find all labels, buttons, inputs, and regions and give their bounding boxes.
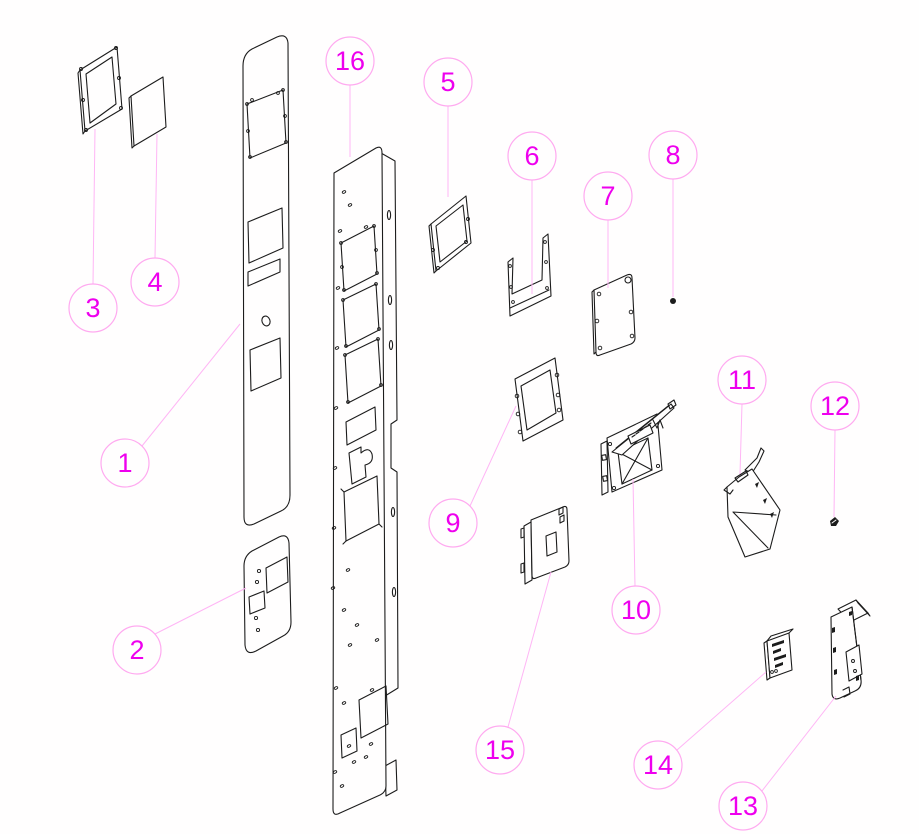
leader-line-9 — [469, 405, 517, 507]
balloon-circle-16[interactable] — [325, 36, 375, 86]
balloon-number-13: 13 — [728, 791, 758, 821]
part-10-sensor-arm-assembly — [600, 399, 677, 496]
balloon-number-4: 4 — [147, 267, 162, 297]
balloon-number-12: 12 — [820, 391, 850, 421]
balloon-circle-6[interactable] — [507, 131, 557, 181]
leader-line-2 — [154, 587, 247, 635]
balloon-number-3: 3 — [85, 293, 100, 323]
balloon-8[interactable]: 8 — [648, 130, 698, 180]
balloon-number-7: 7 — [600, 181, 615, 211]
balloon-13[interactable]: 13 — [718, 781, 768, 831]
balloon-circle-5[interactable] — [423, 57, 473, 107]
balloon-number-14: 14 — [643, 750, 673, 780]
leader-line-4 — [154, 133, 158, 259]
balloon-circle-2[interactable] — [112, 625, 162, 675]
balloon-6[interactable]: 6 — [507, 131, 557, 181]
part-11-funnel-bracket — [723, 447, 781, 558]
balloon-11[interactable]: 11 — [717, 355, 767, 405]
part-1-tall-cover-panel — [242, 35, 291, 526]
balloon-circle-13[interactable] — [718, 781, 768, 831]
balloon-number-8: 8 — [665, 140, 680, 170]
part-9-bezel-frame — [514, 357, 564, 442]
part-12-screw — [830, 517, 839, 526]
balloon-circle-1[interactable] — [100, 438, 150, 488]
part-8-screw — [670, 298, 676, 304]
balloon-circle-15[interactable] — [475, 725, 525, 775]
balloon-4[interactable]: 4 — [130, 257, 180, 307]
leader-line-15 — [507, 571, 552, 728]
balloon-15[interactable]: 15 — [475, 725, 525, 775]
leader-line-10 — [632, 478, 636, 587]
balloon-3[interactable]: 3 — [68, 283, 118, 333]
balloon-10[interactable]: 10 — [611, 585, 661, 635]
balloon-number-6: 6 — [524, 141, 539, 171]
balloon-12[interactable]: 12 — [810, 381, 860, 431]
balloon-number-15: 15 — [485, 735, 515, 765]
balloon-16[interactable]: 16 — [325, 36, 375, 86]
balloon-number-9: 9 — [445, 508, 460, 538]
leader-line-1 — [141, 323, 241, 447]
part-15-flanged-plate — [520, 505, 570, 585]
balloon-5[interactable]: 5 — [423, 57, 473, 107]
part-14-connector-bracket — [763, 628, 794, 681]
balloon-number-16: 16 — [335, 46, 365, 76]
balloon-circle-12[interactable] — [810, 381, 860, 431]
balloon-circle-3[interactable] — [68, 283, 118, 333]
balloon-2[interactable]: 2 — [112, 625, 162, 675]
leader-line-3 — [92, 128, 96, 285]
part-16-long-mounting-plate — [330, 146, 399, 815]
part-7-plate — [591, 273, 636, 357]
leader-line-14 — [676, 671, 767, 751]
balloon-7[interactable]: 7 — [583, 171, 633, 221]
balloon-9[interactable]: 9 — [428, 498, 478, 548]
balloon-circle-4[interactable] — [130, 257, 180, 307]
part-3-bezel-frame — [77, 46, 123, 135]
leader-lines — [92, 85, 837, 792]
part-13-tall-bracket — [830, 599, 871, 700]
balloon-1[interactable]: 1 — [100, 438, 150, 488]
leader-line-13 — [761, 695, 837, 792]
balloon-number-11: 11 — [728, 365, 756, 395]
part-2-lower-cover-panel — [243, 535, 292, 654]
balloon-circle-14[interactable] — [633, 740, 683, 790]
balloon-number-2: 2 — [129, 635, 144, 665]
part-6-u-bracket — [507, 233, 552, 317]
balloon-number-5: 5 — [440, 67, 455, 97]
balloon-circle-10[interactable] — [611, 585, 661, 635]
part-4-flat-panel — [128, 76, 167, 149]
balloon-circle-7[interactable] — [583, 171, 633, 221]
balloon-circle-9[interactable] — [428, 498, 478, 548]
leader-line-12 — [833, 429, 836, 518]
balloon-circle-11[interactable] — [717, 355, 767, 405]
balloon-14[interactable]: 14 — [633, 740, 683, 790]
balloon-circle-8[interactable] — [648, 130, 698, 180]
balloon-number-1: 1 — [117, 448, 132, 478]
balloon-number-10: 10 — [621, 595, 651, 625]
leader-line-11 — [739, 403, 743, 475]
part-5-square-frame — [428, 195, 472, 274]
